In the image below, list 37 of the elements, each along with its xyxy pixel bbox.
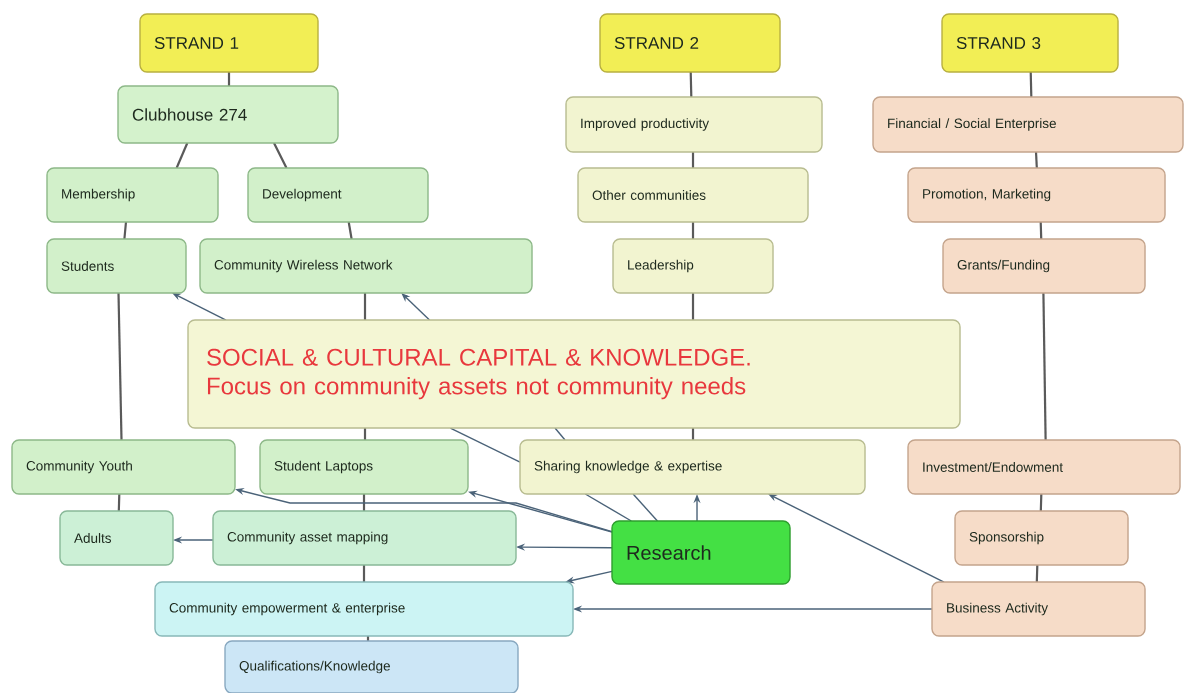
rounded-box: Sharing knowledge & expertise <box>519 439 866 495</box>
research-box: Research <box>611 520 791 585</box>
rounded-box: Membership <box>46 167 219 223</box>
heading-box: STRAND 2 <box>599 13 781 73</box>
rounded-box: Leadership <box>612 238 774 294</box>
connector-line <box>1034 151 1038 169</box>
connector-line <box>584 493 632 522</box>
rounded-box: Sponsorship <box>954 510 1129 566</box>
rounded-box: Other communities <box>577 167 809 223</box>
connector-line <box>175 142 189 169</box>
rounded-box: Students <box>46 238 187 294</box>
connector-line <box>689 71 693 98</box>
rounded-box: Investment/Endowment <box>907 439 1181 495</box>
rounded-box: Adults <box>59 510 174 566</box>
rounded-box: Community asset mapping <box>212 510 517 566</box>
rounded-box: Qualifications/Knowledge <box>224 640 519 693</box>
rounded-box: Community Youth <box>11 439 236 495</box>
rounded-box: Business Activity <box>931 581 1146 637</box>
rounded-box: Grants/Funding <box>942 238 1146 294</box>
connector-line <box>1029 71 1033 98</box>
connector-line <box>363 293 367 320</box>
heading-box: STRAND 1 <box>139 13 319 73</box>
connector-line <box>691 293 695 320</box>
heading-box: STRAND 3 <box>941 13 1119 73</box>
connector-line <box>117 292 123 441</box>
connector-line <box>273 142 288 169</box>
rounded-box: Community Wireless Network <box>199 238 533 294</box>
rounded-box: Financial / Social Enterprise <box>872 96 1184 153</box>
rounded-box: Improved productivity <box>565 96 823 153</box>
rounded-box: Development <box>247 167 429 223</box>
rounded-box: Clubhouse 274 <box>117 85 339 144</box>
concept-box: SOCIAL & CULTURAL CAPITAL & KNOWLEDGE. Focus on community assets not community needs <box>187 319 961 429</box>
rounded-box: Community empowerment & enterprise <box>154 581 574 637</box>
connector-line <box>1042 293 1047 440</box>
rounded-box: Student Laptops <box>259 439 469 495</box>
rounded-box: Promotion, Marketing <box>907 167 1166 223</box>
connector-line <box>632 493 659 522</box>
